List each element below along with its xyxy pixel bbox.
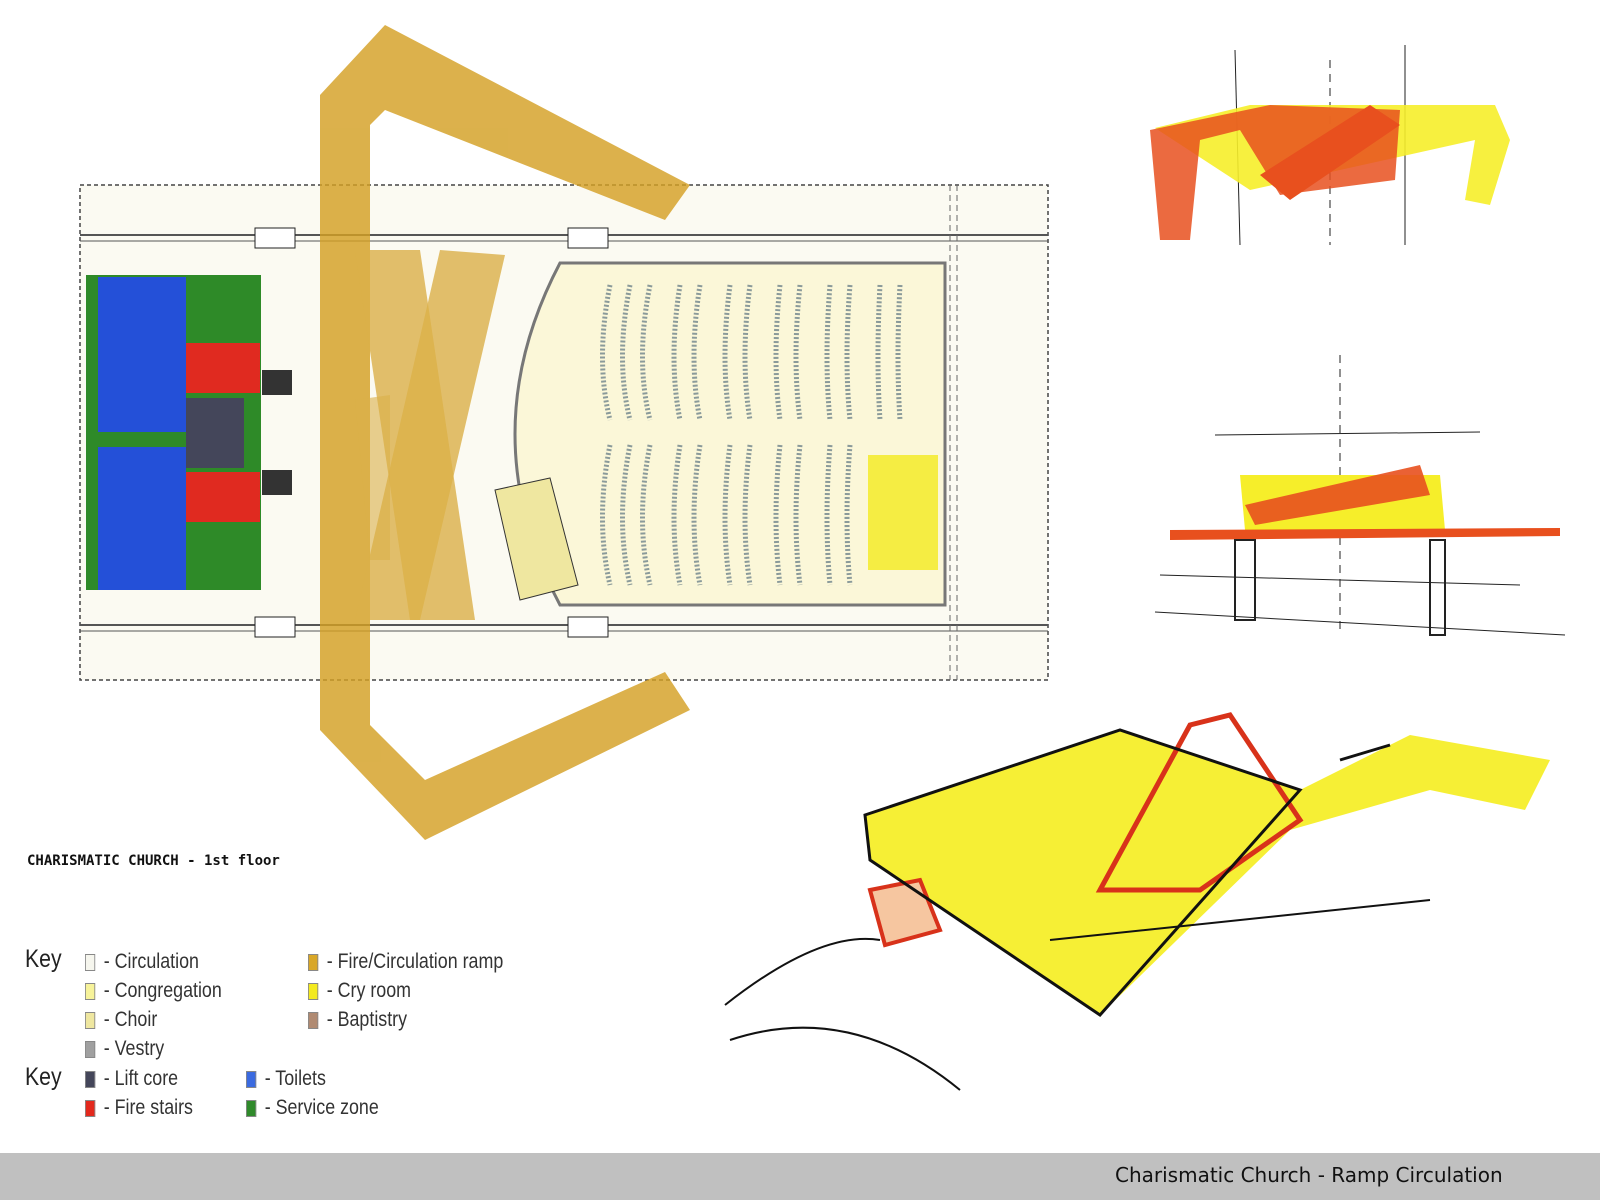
toilets-top xyxy=(98,277,186,432)
fire-stairs-bottom xyxy=(186,472,260,522)
legend-item-choir: - Choir xyxy=(85,1008,157,1032)
legend-item-congregation: - Congregation xyxy=(85,979,222,1003)
footer-caption: Charismatic Church - Ramp Circulation xyxy=(1115,1163,1503,1187)
sketch-perspective-ramp xyxy=(724,712,1550,1091)
sketch-plan-ramp xyxy=(1150,45,1510,246)
swatch-icon xyxy=(85,1040,96,1058)
swatch-icon xyxy=(85,1099,96,1117)
swatch-icon xyxy=(85,953,96,971)
floor-plan xyxy=(79,25,1049,840)
column-marker xyxy=(254,227,296,249)
lift-core xyxy=(186,398,244,468)
fire-stairs-top xyxy=(186,343,260,393)
toilets-bottom xyxy=(98,447,186,590)
swatch-icon xyxy=(308,982,319,1000)
cry-room xyxy=(868,455,938,570)
plan-title: CHARISMATIC CHURCH - 1st floor xyxy=(27,853,280,869)
seating xyxy=(600,284,903,586)
legend-item-baptistry: - Baptistry xyxy=(308,1008,407,1032)
legend-item-circulation: - Circulation xyxy=(85,950,199,974)
column-marker xyxy=(254,616,296,638)
column-marker xyxy=(567,616,609,638)
swatch-icon xyxy=(308,953,319,971)
legend-item-toilets: - Toilets xyxy=(246,1067,326,1091)
swatch-icon xyxy=(246,1070,257,1088)
swatch-icon xyxy=(85,1011,96,1029)
swatch-icon xyxy=(246,1099,257,1117)
swatch-icon xyxy=(308,1011,319,1029)
legend-item-vestry: - Vestry xyxy=(85,1037,164,1061)
legend-key-label: Key xyxy=(25,945,62,973)
legend-item-service-zone: - Service zone xyxy=(246,1096,379,1120)
legend-item-fire-stairs: - Fire stairs xyxy=(85,1096,193,1120)
swatch-icon xyxy=(85,1070,96,1088)
column-marker xyxy=(567,227,609,249)
swatch-icon xyxy=(85,982,96,1000)
legend-item-cry-room: - Cry room xyxy=(308,979,411,1003)
legend-item-lift-core: - Lift core xyxy=(85,1067,178,1091)
footer-bar: Charismatic Church - Ramp Circulation xyxy=(0,1153,1600,1200)
choir xyxy=(494,477,579,601)
circulation-ramp xyxy=(320,25,690,840)
sketch-section-ramp xyxy=(1154,355,1566,636)
legend-key-label: Key xyxy=(25,1063,62,1091)
legend-item-ramp: - Fire/Circulation ramp xyxy=(308,950,503,974)
